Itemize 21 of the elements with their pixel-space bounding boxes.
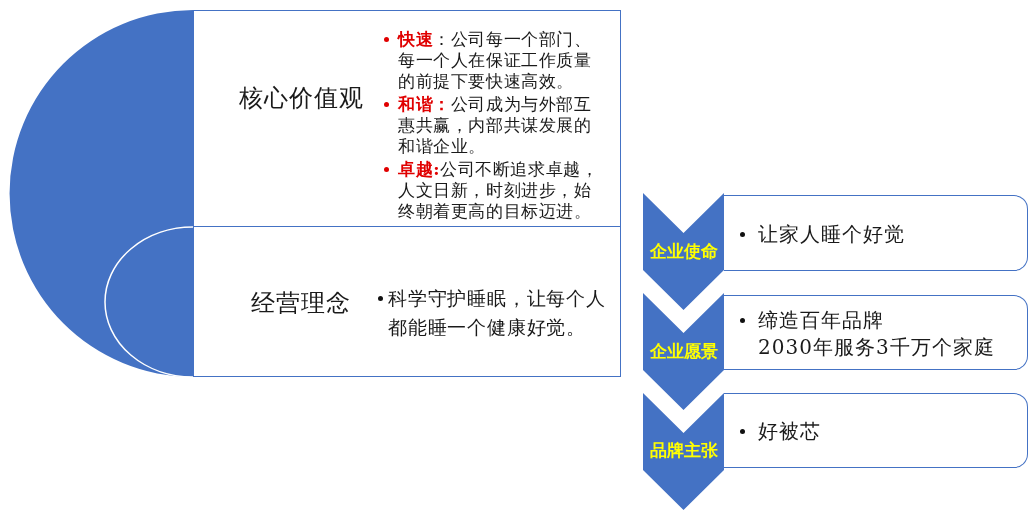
text-panel <box>193 10 621 227</box>
bullet-text: 好被芯 <box>758 418 821 445</box>
bullet-text: 和谐：公司成为与外部互惠共赢，内部共谋发展的和谐企业。 <box>398 93 593 157</box>
chevron-shape <box>643 393 724 510</box>
chevron-shape <box>643 193 724 310</box>
panel-heading: 经营理念 <box>251 288 351 318</box>
bullet-text: 缔造百年品牌 <box>758 306 884 334</box>
rounded-card <box>724 295 1028 370</box>
text-panel <box>193 226 621 377</box>
rounded-card <box>724 195 1028 271</box>
panel-heading: 核心价值观 <box>238 83 364 113</box>
chevron-shape <box>643 293 724 410</box>
chevron-label: 品牌主张 <box>649 440 718 460</box>
bullet-text: 让家人睡个好觉 <box>758 220 905 248</box>
bullet-text: 卓越:公司不断追求卓越，人文日新，时刻进步，始终朝着更高的目标迈进。 <box>398 158 600 222</box>
rounded-card <box>724 393 1028 468</box>
chevron-label: 企业使命 <box>649 241 718 261</box>
bullet-text: 科学守护睡眠，让每个人都能睡一个健康好觉。 <box>388 285 607 340</box>
card-text: 2030年服务3千万个家庭 <box>758 333 995 361</box>
chevron-label: 企业愿景 <box>649 341 718 361</box>
bullet-text: 快速：公司每一个部门、每一个人在保证工作质量的前提下要快速高效。 <box>398 28 593 92</box>
